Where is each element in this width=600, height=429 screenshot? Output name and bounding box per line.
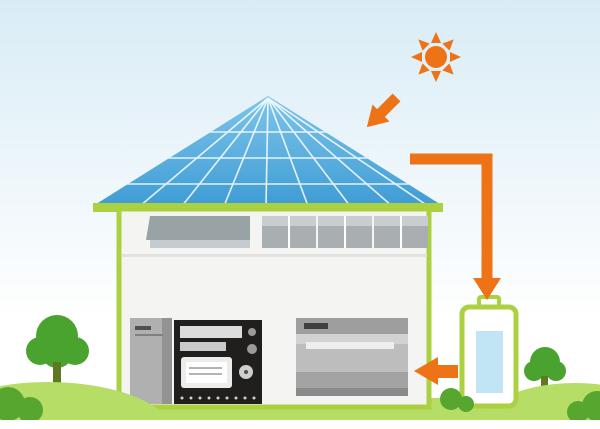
dishwasher-panel-slot xyxy=(304,323,328,329)
sun-ray xyxy=(411,52,422,62)
microwave-dial-center xyxy=(244,370,248,374)
panel-grid-line xyxy=(223,97,269,206)
sun-rays xyxy=(411,32,461,82)
right-shrubs xyxy=(567,391,600,423)
battery-arrow-shaft xyxy=(436,365,458,378)
appliance-button xyxy=(198,396,202,400)
right-tree xyxy=(524,347,566,402)
battery-shrubs xyxy=(440,388,474,412)
sun-ray xyxy=(442,39,454,51)
panel-grid-line xyxy=(139,97,269,206)
power-flow-arrow-shaft xyxy=(410,153,493,280)
house xyxy=(116,206,432,410)
appliance-knob xyxy=(248,328,256,336)
shrub xyxy=(458,396,474,412)
appliance-button xyxy=(180,396,184,400)
upper-floor-windows xyxy=(262,216,428,248)
cabinet-trim xyxy=(135,334,163,336)
sun-ray xyxy=(450,52,461,62)
left-tree-foliage xyxy=(41,336,73,368)
sun-icon xyxy=(411,32,461,82)
right-tree-foliage xyxy=(546,361,566,381)
shrub xyxy=(567,401,589,423)
storage-battery xyxy=(459,295,519,409)
appliance-knob xyxy=(247,344,257,354)
power-flow-arrow xyxy=(410,153,501,300)
shrub xyxy=(17,397,43,423)
appliance-display-small xyxy=(180,342,226,351)
dishwasher-door-band xyxy=(296,334,408,344)
cabinet-handle xyxy=(135,326,151,330)
sun-ray xyxy=(431,32,441,43)
appliance-button xyxy=(207,396,211,400)
appliance-stack xyxy=(174,320,262,404)
panel-grid-line xyxy=(267,97,429,206)
appliance-button xyxy=(225,396,229,400)
sunlight-arrow-shaft xyxy=(375,93,401,119)
right-tree-foliage xyxy=(524,361,544,381)
range-hood xyxy=(146,216,250,248)
power-flow-arrow-head xyxy=(473,278,501,300)
sunlight-arrow xyxy=(366,93,401,128)
shrub xyxy=(440,388,462,410)
sun-core xyxy=(425,46,447,68)
microwave-window xyxy=(186,362,227,383)
appliance-button xyxy=(252,396,256,400)
battery-to-appliances-arrow xyxy=(414,357,458,385)
dishwasher-control-panel xyxy=(296,318,408,334)
dishwasher xyxy=(296,318,408,396)
floor-divider xyxy=(122,254,427,257)
panel-grid-line xyxy=(267,97,309,206)
sunlight-arrow-head xyxy=(366,104,390,128)
sun-ray xyxy=(418,39,430,51)
dishwasher-lower-shade xyxy=(296,372,408,388)
appliance-button-row xyxy=(180,396,256,400)
panel-grid-line xyxy=(267,97,351,206)
battery-arrow-head xyxy=(414,357,438,385)
appliance-button xyxy=(189,396,193,400)
left-shrubs xyxy=(0,387,43,423)
sun-ray xyxy=(442,63,454,75)
microwave xyxy=(181,357,253,388)
roof-face xyxy=(93,96,443,206)
panel-grid-line xyxy=(265,97,269,206)
dishwasher-kickplate xyxy=(296,388,408,396)
left-hill xyxy=(0,382,173,429)
right-hill xyxy=(471,383,600,429)
cabinet-side-shade xyxy=(162,318,172,404)
panel-grid-line xyxy=(181,97,269,206)
sun-ray xyxy=(418,63,430,75)
battery-charge-level xyxy=(476,331,503,393)
appliance-display xyxy=(180,326,242,338)
sun-ray xyxy=(431,71,441,82)
appliance-button xyxy=(243,396,247,400)
range-hood-body xyxy=(146,216,250,240)
appliance-button xyxy=(234,396,238,400)
bottom-margin xyxy=(0,420,600,429)
panel-grid-line xyxy=(267,97,393,206)
range-hood-lip xyxy=(150,240,250,248)
dishwasher-handle-slot xyxy=(306,342,394,349)
kitchen-cabinet xyxy=(130,318,172,404)
left-tree xyxy=(26,315,89,406)
appliance-button xyxy=(216,396,220,400)
